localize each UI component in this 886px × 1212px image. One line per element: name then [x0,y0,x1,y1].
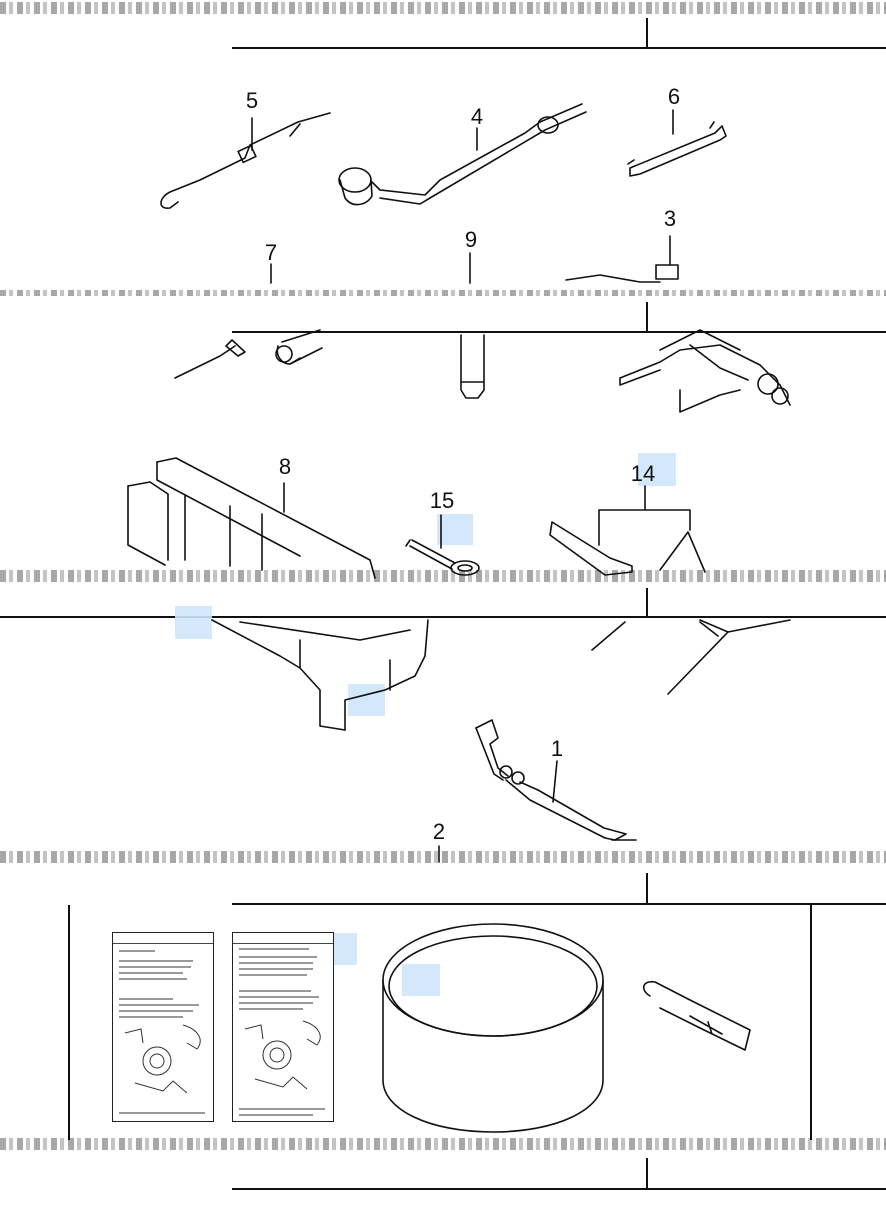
spanner-drawing [627,109,727,177]
frame-line [232,1188,886,1190]
callout-2: 2 [432,819,446,844]
screwdriver-drawing [174,263,323,379]
frame-line [232,903,886,905]
strap-drawing [475,719,637,841]
eye-bolt-drawing [405,514,480,576]
callout-1: 1 [550,736,564,761]
callout-3: 3 [663,206,677,231]
scan-band [0,570,886,582]
wheel-wrench-drawing [338,103,587,206]
frame-line [646,18,648,48]
frame-line [0,616,886,618]
callout-5: 5 [245,88,259,113]
card-illustration [119,950,205,1114]
hook-rod-drawing [160,112,331,209]
highlight-box [437,514,473,545]
frame-line [646,873,648,903]
frame-line [646,588,648,618]
card-header [233,933,333,944]
frame-line [232,331,886,333]
highlight-box [402,964,440,996]
callout-6: 6 [667,84,681,109]
highlight-box [348,684,385,716]
frame-line [810,905,812,1140]
tool-tray-drawing [127,457,429,731]
instruction-card [112,932,214,1122]
instruction-card [232,932,334,1122]
sealant-can-drawing [382,923,604,1133]
hose-drawing [642,980,751,1051]
highlight-box [638,453,676,486]
frame-line [232,47,886,49]
highlight-box [334,933,357,965]
card-header [113,933,213,944]
callout-14: 14 [630,461,656,486]
highlight-box [175,606,212,639]
scan-band [0,1138,886,1150]
frame-line [68,905,70,1140]
scan-band [0,2,886,14]
scan-band [0,851,886,863]
callout-8: 8 [278,454,292,479]
callout-7: 7 [264,240,278,265]
jack-drawing [565,235,791,413]
scan-band [0,290,886,296]
card-illustration [239,948,325,1116]
frame-line [646,302,648,332]
frame-line [646,1158,648,1188]
callout-9: 9 [464,227,478,252]
socket-bar-drawing [460,252,485,399]
warning-triangle-drawing [549,485,791,695]
callout-15: 15 [429,488,455,513]
callout-4: 4 [470,104,484,129]
